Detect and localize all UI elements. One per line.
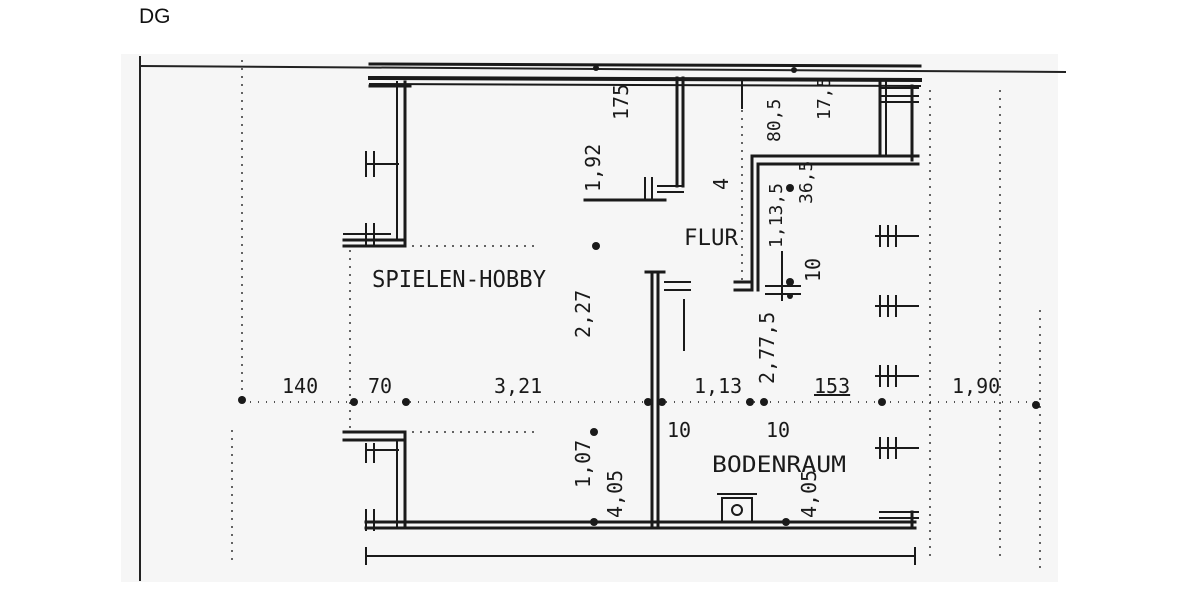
dimension-label-140: 140 <box>282 374 318 398</box>
dimension-label-192: 1,92 <box>581 144 605 192</box>
dimension-label-805: 80,5 <box>764 99 785 142</box>
dimension-label-405-left: 4,05 <box>603 470 627 518</box>
paper-background <box>121 54 1058 582</box>
dimension-label-107: 1,07 <box>571 440 595 488</box>
dimension-label-405-right: 4,05 <box>797 470 821 518</box>
dimension-label-10-vertical: 10 <box>801 258 825 282</box>
dimension-label-113-vertical: 1,13,5 <box>766 183 787 248</box>
dimension-label-70: 70 <box>368 374 392 398</box>
room-label-spielen-hobby: SPIELEN-HOBBY <box>372 267 546 293</box>
dimension-label-10-right: 10 <box>766 418 790 442</box>
dimension-label-365: 36,5 <box>796 161 817 204</box>
dimension-label-227: 2,27 <box>571 290 595 338</box>
dimension-label-113: 1,13 <box>694 374 742 398</box>
dotted-guides <box>231 60 1041 570</box>
dimension-label-2775: 2,77,5 <box>755 312 779 384</box>
dimension-label-175: 175 <box>609 84 633 120</box>
dimension-label-153: 153 <box>814 374 850 398</box>
room-label-flur: FLUR <box>684 226 739 251</box>
dimension-label-321: 3,21 <box>494 374 542 398</box>
dimension-label-4: 4 <box>709 178 733 190</box>
walls <box>342 62 923 565</box>
dimension-markers <box>238 65 1040 526</box>
dimension-label-190: 1,90 <box>952 374 1000 398</box>
room-label-bodenraum: BODENRAUM <box>712 453 846 478</box>
dimension-label-17: 17,5 <box>814 77 835 120</box>
page-title: DG <box>139 5 171 28</box>
dimension-label-10-left: 10 <box>667 418 691 442</box>
top-scan-line <box>139 65 1067 73</box>
